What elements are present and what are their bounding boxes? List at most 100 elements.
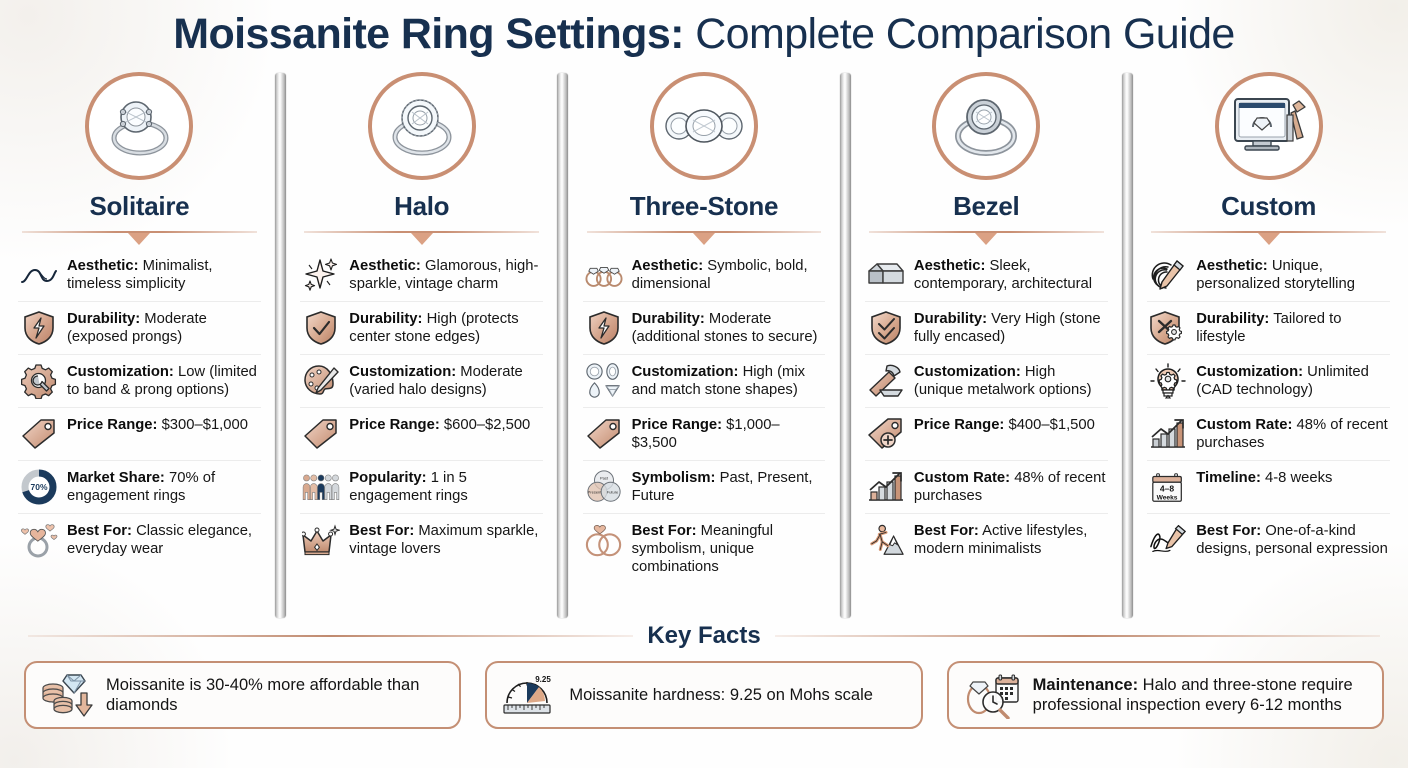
feature-row: Durability: Moderate (additional stones … (582, 301, 826, 354)
ring-hearts-icon (20, 521, 58, 559)
column-rule (300, 231, 543, 245)
feature-label: Customization: (349, 364, 457, 380)
halo-ring-icon (367, 72, 476, 180)
key-facts-header: Key Facts (0, 622, 1408, 650)
feature-label: Durability: (913, 311, 988, 327)
feature-text: Customization: Moderate (varied halo des… (349, 362, 541, 399)
feature-text: Custom Rate: 48% of recent purchases (914, 468, 1106, 505)
feature-text: Price Range: $1,000–$3,500 (632, 415, 824, 452)
feature-text: Customization: High (mix and match stone… (632, 362, 824, 399)
svg-text:Past: Past (600, 475, 609, 480)
sparkle-icon (302, 256, 340, 294)
feature-row: Custom Rate: 48% of recent purchases (1147, 407, 1390, 460)
feature-value: 48% of recent purchases (913, 470, 1106, 505)
key-fact-hardness: 9.25 Moissanite hardness: 9.25 on Mohs s… (485, 661, 923, 729)
feature-value: Moderate (exposed prongs) (67, 311, 207, 346)
solitaire-ring-icon (85, 72, 194, 180)
ring-calendar-clock-icon (963, 670, 1021, 720)
feature-text: Aesthetic: Sleek, contemporary, architec… (914, 256, 1106, 293)
key-fact-text: Moissanite is 30-40% more affordable tha… (106, 675, 445, 715)
people-1-in-5-icon (302, 468, 340, 506)
feature-text: Aesthetic: Glamorous, high-sparkle, vint… (349, 256, 541, 293)
feature-value: Moderate (additional stones to secure) (631, 311, 818, 346)
feature-label: Price Range: (349, 417, 440, 433)
double-check-shield-icon (867, 309, 905, 347)
feature-value: Low (limited to band & prong options) (67, 364, 257, 399)
feature-row: Aesthetic: Symbolic, bold, dimensional (583, 252, 826, 301)
lightbulb-gear-icon (1149, 362, 1187, 400)
feature-text: Aesthetic: Unique, personalized storytel… (1196, 256, 1388, 293)
feature-label: Symbolism: (631, 470, 716, 486)
feature-value: 70% of engagement rings (67, 470, 216, 505)
feature-value: High (protects center stone edges) (349, 311, 519, 346)
column-three-stone: Three-Stone Aesthetic: Symbolic, bold, d… (577, 68, 832, 620)
key-facts-rule-left (28, 635, 634, 637)
custom-design-screen-icon (1214, 72, 1323, 180)
column-icon-wrap (18, 72, 261, 180)
feature-value: 1 in 5 engagement rings (349, 470, 468, 505)
feature-label: Durability: (67, 311, 141, 327)
feature-text: Timeline: 4-8 weeks (1196, 468, 1332, 487)
gear-wrench-icon (20, 362, 58, 400)
feature-row: Customization: Unlimited (CAD technology… (1147, 354, 1390, 407)
column-separator (267, 68, 295, 620)
feature-label: Popularity: (349, 470, 427, 486)
feature-row: Aesthetic: Sleek, contemporary, architec… (865, 252, 1108, 301)
feature-label: Price Range: (67, 417, 158, 433)
key-fact-text: Maintenance: Halo and three-stone requir… (1033, 675, 1368, 715)
feature-text: Aesthetic: Minimalist, timeless simplici… (67, 256, 259, 293)
feature-text: Best For: Active lifestyles, modern mini… (914, 521, 1106, 558)
price-tag-plus-icon (867, 415, 905, 453)
fingerprint-pencil-icon (1149, 256, 1187, 294)
feature-label: Best For: (913, 523, 979, 539)
feature-label: Price Range: (913, 417, 1005, 433)
svg-text:Weeks: Weeks (1157, 494, 1178, 501)
column-rule (865, 231, 1108, 245)
feature-value: Classic elegance, everyday wear (67, 523, 253, 558)
feature-value: Unlimited (CAD technology) (1196, 364, 1369, 399)
feature-row: Price Range: $600–$2,500 (300, 407, 544, 460)
three-rings-icon (585, 256, 623, 294)
feature-text: Customization: Low (limited to band & pr… (67, 362, 259, 399)
feature-row: Durability: High (protects center stone … (300, 301, 544, 354)
column-title-bezel: Bezel (953, 191, 1020, 221)
feature-label: Durability: (1196, 311, 1270, 327)
key-fact-text: Moissanite hardness: 9.25 on Mohs scale (569, 685, 873, 705)
feature-label: Aesthetic: (631, 258, 704, 274)
feature-text: Customization: Unlimited (CAD technology… (1196, 362, 1388, 399)
column-rule (1147, 231, 1390, 245)
feature-label: Durability: (349, 311, 423, 327)
feature-label: Custom Rate: (1196, 417, 1293, 433)
price-tag-icon (302, 415, 340, 453)
signature-pen-icon (1149, 521, 1187, 559)
feature-row: 70% Market Share: 70% of engagement ring… (18, 460, 261, 513)
feature-text: Best For: One-of-a-kind designs, persona… (1196, 521, 1388, 558)
feature-value: Active lifestyles, modern minimalists (913, 523, 1088, 558)
feature-row: Best For: Classic elegance, everyday wea… (18, 513, 261, 566)
growth-chart-icon (867, 468, 905, 506)
feature-text: Market Share: 70% of engagement rings (67, 468, 259, 505)
hardness-gauge-icon: 9.25 (501, 670, 557, 720)
column-solitaire: Solitaire Aesthetic: Minimalist, timeles… (12, 68, 267, 620)
key-fact-value: Moissanite hardness: 9.25 on Mohs scale (569, 685, 873, 704)
svg-text:Future: Future (606, 490, 618, 495)
column-bezel: Bezel Aesthetic: Sleek, contemporary, ar… (859, 68, 1114, 620)
feature-row: Customization: Moderate (varied halo des… (300, 354, 544, 407)
feature-text: Price Range: $400–$1,500 (914, 415, 1095, 434)
cracked-shield-icon (20, 309, 58, 347)
key-facts-list: Moissanite is 30-40% more affordable tha… (0, 650, 1408, 729)
feature-label: Customization: (1196, 364, 1304, 380)
feature-label: Aesthetic: (1196, 258, 1268, 274)
feature-label: Custom Rate: (913, 470, 1011, 486)
growth-chart-icon (1149, 415, 1187, 453)
shield-gear-x-icon (1149, 309, 1187, 347)
column-title-solitaire: Solitaire (89, 191, 190, 221)
feature-label: Best For: (1196, 523, 1262, 539)
feature-row: Best For: Meaningful symbolism, unique c… (582, 513, 826, 583)
feature-rows-halo: Aesthetic: Glamorous, high-sparkle, vint… (300, 252, 544, 566)
feature-label: Best For: (631, 523, 697, 539)
